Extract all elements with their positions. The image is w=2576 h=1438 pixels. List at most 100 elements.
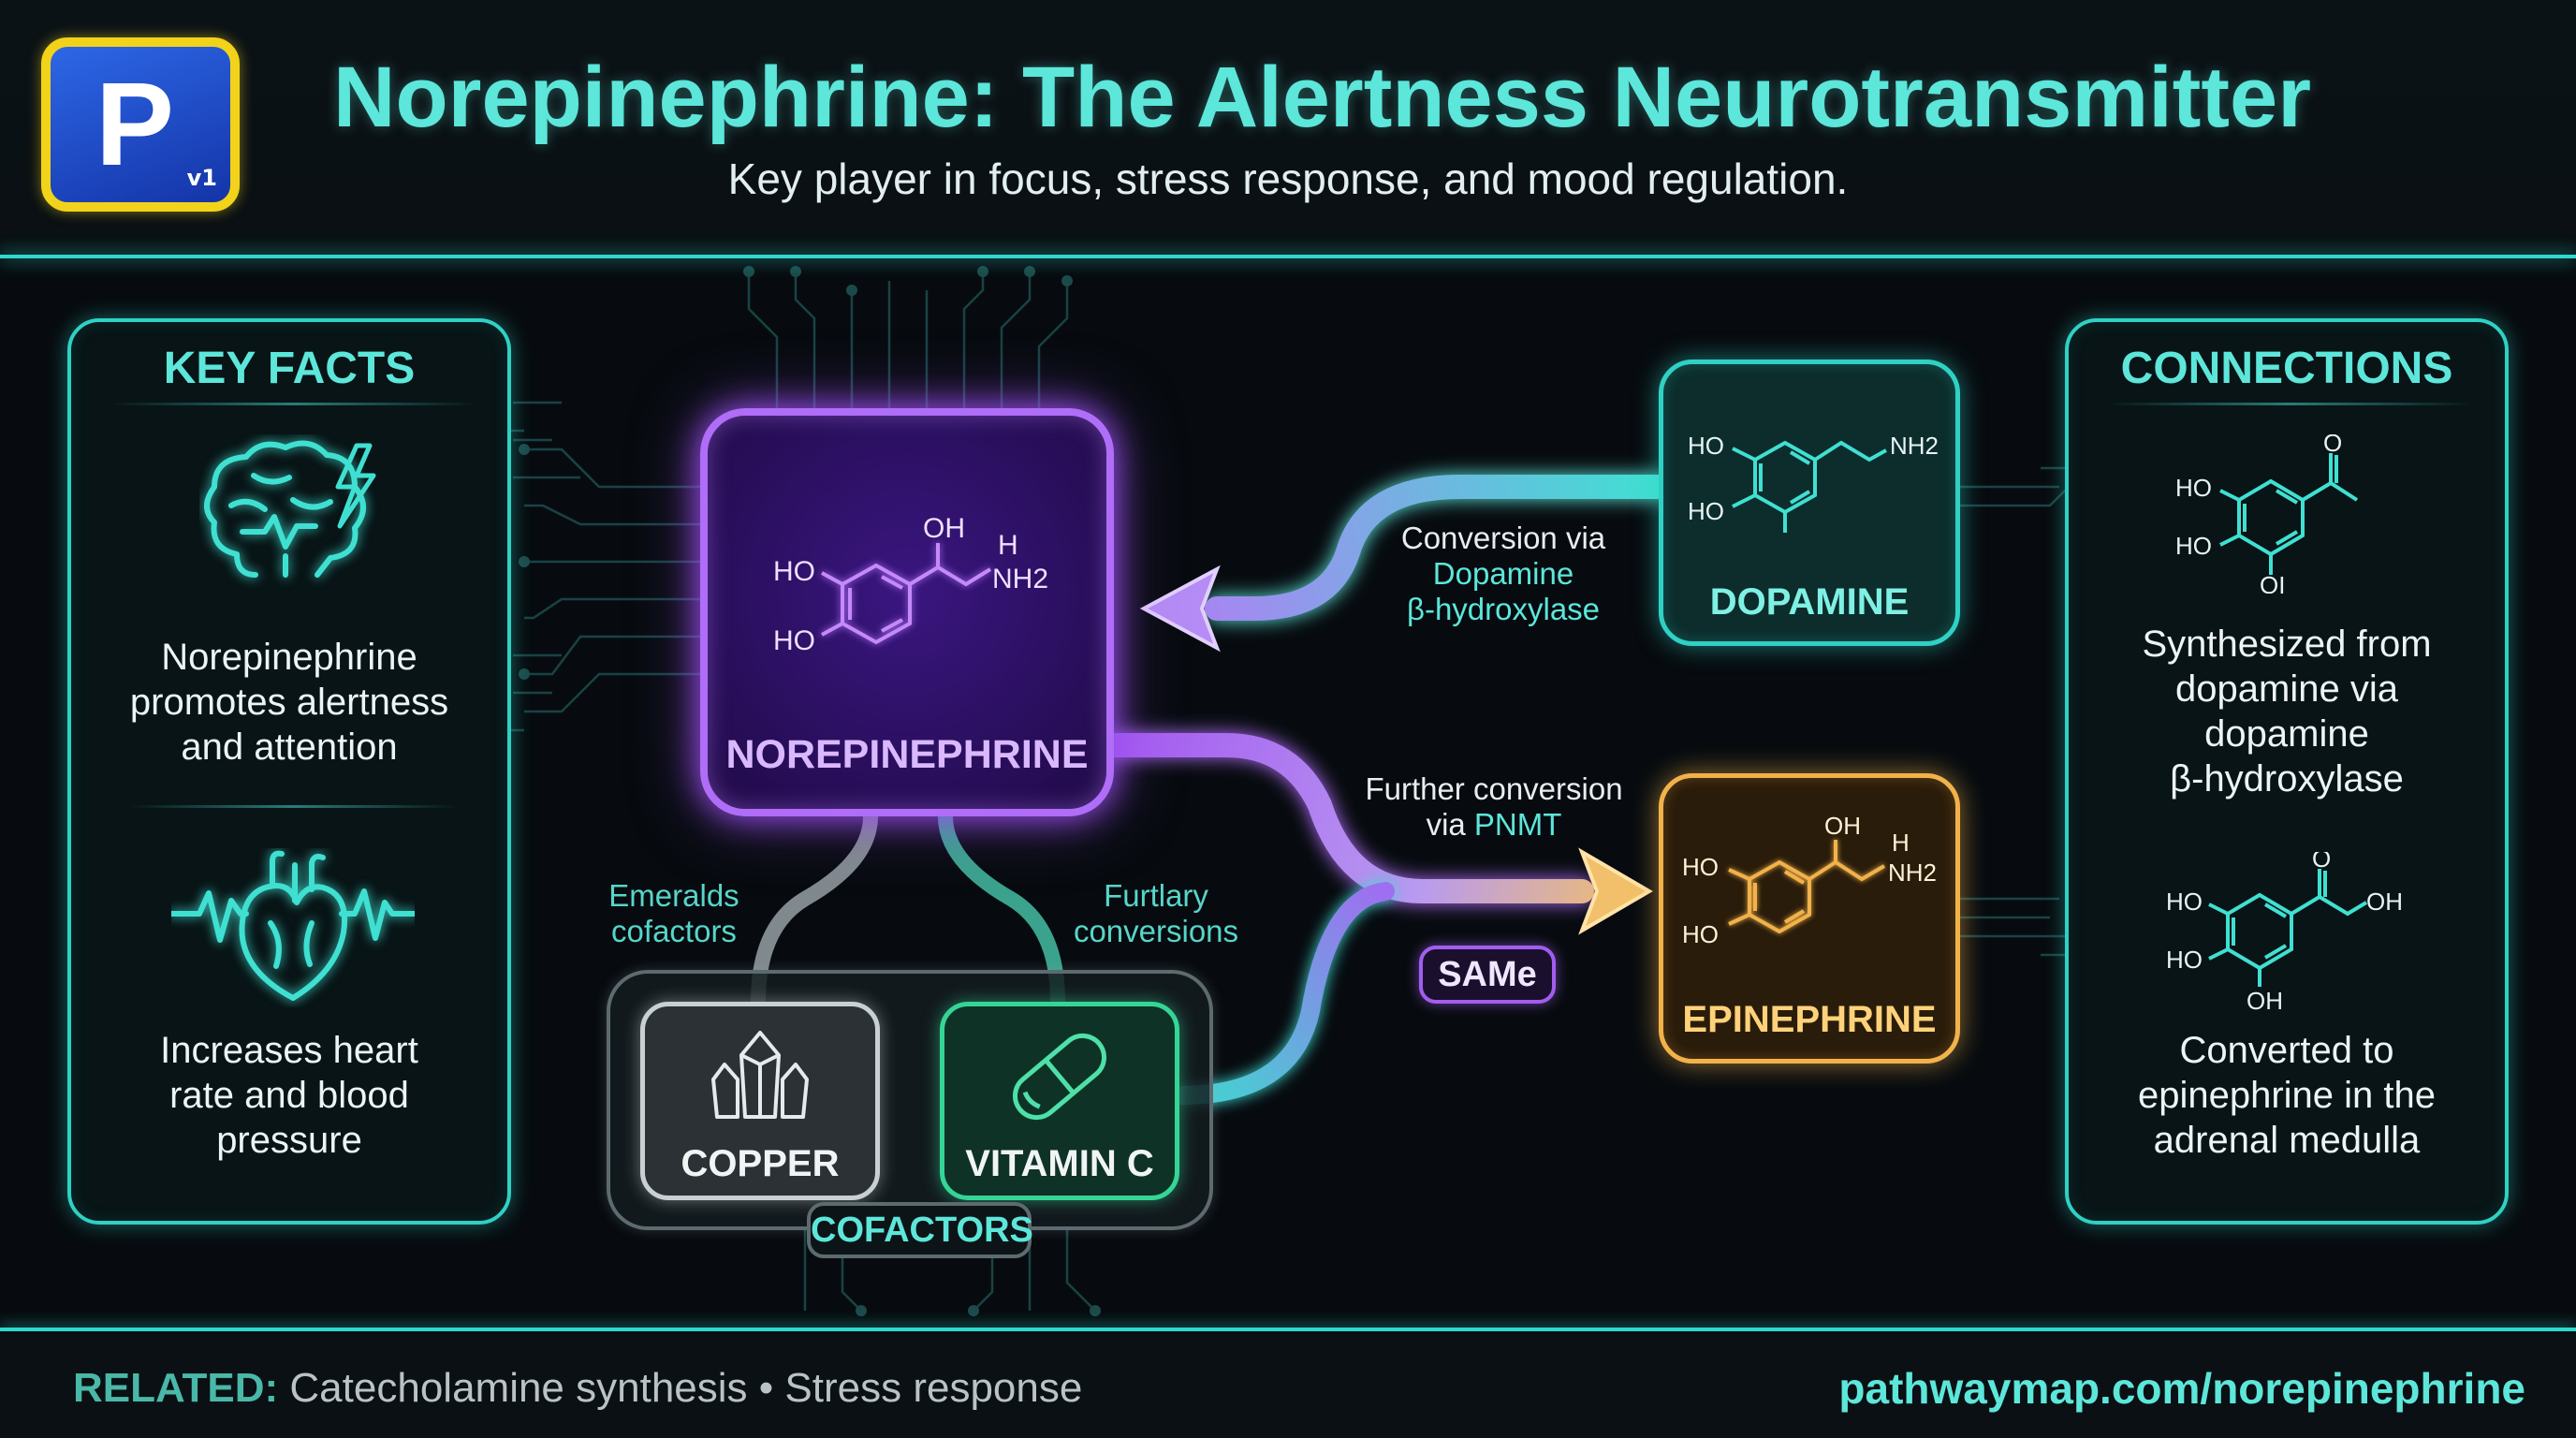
conversion-2-line-1: Further conversion	[1365, 771, 1623, 806]
left-tube-label-line-2: cofactors	[611, 914, 737, 948]
norepinephrine-oh: OH	[923, 513, 965, 544]
dopamine-nh2: NH2	[1890, 432, 1939, 460]
header	[0, 0, 2576, 257]
right-tube-label-line-1: Furtlary	[1104, 878, 1208, 913]
epinephrine-ho2: HO	[1682, 920, 1719, 948]
app-logo[interactable]: P v1	[41, 37, 240, 212]
page-subtitle: Key player in focus, stress response, an…	[727, 154, 1849, 203]
source-url-link[interactable]: pathwaymap.com/norepinephrine	[1838, 1364, 2525, 1413]
fact-1-line-1: Norepinephrine	[161, 637, 417, 678]
connection-mol2-oh: OH	[2366, 888, 2403, 916]
left-tube-label: Emeralds cofactors	[580, 878, 768, 949]
conversion-1-line-3: β-hydroxylase	[1406, 592, 1601, 626]
fact-2-line-1: Increases heart	[160, 1030, 418, 1071]
connection-mol2-ho2: HO	[2166, 946, 2203, 974]
key-facts-title-rule	[109, 403, 477, 405]
page-title: Norepinephrine: The Alertness Neurotrans…	[333, 50, 2311, 145]
connection-mol1-bottom: OI	[2260, 571, 2285, 594]
epinephrine-oh: OH	[1824, 812, 1861, 840]
copper-node[interactable]: COPPER	[640, 1002, 880, 1200]
related-topics: RELATED: Catecholamine synthesis • Stres…	[73, 1365, 1082, 1412]
epinephrine-ho1: HO	[1682, 853, 1719, 881]
norepinephrine-label: NOREPINEPHRINE	[725, 732, 1089, 777]
norepinephrine-nh2: NH2	[992, 564, 1048, 594]
connection-1-line-1: Synthesized from	[2142, 624, 2432, 665]
norepinephrine-h: H	[998, 530, 1018, 561]
conversion-1-label: Conversion via Dopamine β-hydroxylase	[1363, 521, 1644, 627]
fact-2-text: Increases heart rate and blood pressure	[71, 1028, 507, 1163]
footer-divider	[0, 1328, 2576, 1331]
logo-version: v1	[186, 165, 217, 191]
norepinephrine-structure: HO HO OH H NH2	[773, 513, 1048, 656]
vitamin-c-tube	[938, 815, 1065, 1003]
epinephrine-nh2: NH2	[1888, 858, 1937, 887]
connection-mol2-o: O	[2312, 852, 2331, 873]
right-tube-label-line-2: conversions	[1073, 914, 1239, 948]
dopamine-to-norepinephrine-arrow	[1205, 475, 1671, 621]
fact-1-line-3: and attention	[181, 726, 398, 768]
norepinephrine-ho2: HO	[773, 625, 815, 656]
connections-title-rule	[2106, 403, 2475, 405]
connection-1-line-4: β-hydroxylase	[2170, 758, 2404, 800]
connection-mol2-ho1: HO	[2166, 888, 2203, 916]
heart-pulse-icon	[171, 850, 415, 1001]
connection-mol1-ho1: HO	[2175, 474, 2212, 502]
connection-1-text: Synthesized from dopamine via dopamine β…	[2069, 622, 2505, 801]
same-badge: SAMe	[1419, 946, 1556, 1004]
connections-title: CONNECTIONS	[2120, 344, 2453, 393]
cofactors-label: COFACTORS	[807, 1202, 1033, 1258]
conversion-2-prefix: via	[1426, 807, 1474, 842]
key-facts-title: KEY FACTS	[163, 344, 416, 393]
fact-1-text: Norepinephrine promotes alertness and at…	[71, 635, 507, 770]
connection-mol1-ho2: HO	[2175, 532, 2212, 560]
key-facts-divider	[127, 805, 459, 808]
conversion-2-enzyme: PNMT	[1473, 807, 1562, 842]
conversion-1-line-2: Dopamine	[1432, 556, 1574, 591]
dopamine-label: DOPAMINE	[1709, 581, 1910, 623]
connection-1-line-2: dopamine via	[2175, 668, 2398, 710]
conversion-2-label: Further conversion via PNMT	[1344, 771, 1644, 843]
conversion-1-line-1: Conversion via	[1400, 521, 1606, 555]
dopamine-ho2: HO	[1688, 497, 1724, 525]
related-label: RELATED:	[73, 1365, 279, 1411]
brain-lightning-icon	[204, 440, 376, 578]
vitamin-c-node[interactable]: VITAMIN C	[940, 1002, 1179, 1200]
vitamin-c-to-arrow-stream	[1172, 882, 1395, 1105]
left-tube-label-line-1: Emeralds	[608, 878, 739, 913]
connection-1-line-3: dopamine	[2204, 713, 2369, 755]
dopamine-structure: HO HO NH2	[1688, 432, 1939, 533]
fact-1-line-2: promotes alertness	[129, 682, 449, 723]
capsule-icon	[1012, 1033, 1107, 1121]
fact-2-line-2: rate and blood	[169, 1075, 409, 1116]
epinephrine-h: H	[1892, 829, 1910, 857]
arrowhead-to-epinephrine	[1578, 847, 1653, 935]
dopamine-node[interactable]: HO HO NH2 DOPAMINE	[1659, 360, 1960, 646]
molecule-structure-icon: HO HO O OI	[2175, 434, 2359, 594]
related-text[interactable]: Catecholamine synthesis • Stress respons…	[289, 1365, 1083, 1411]
logo-letter: P	[95, 58, 175, 190]
connection-2-line-3: adrenal medulla	[2153, 1120, 2421, 1161]
epinephrine-node[interactable]: HO HO OH H NH2 EPINEPHRINE	[1659, 773, 1960, 1064]
copper-tube	[751, 815, 878, 1003]
connection-2-line-1: Converted to	[2179, 1030, 2394, 1071]
crystal-icon	[711, 1031, 809, 1119]
norepinephrine-ho1: HO	[773, 556, 815, 587]
copper-label: COPPER	[681, 1143, 840, 1184]
molecule-structure-icon: HO HO O OH OH	[2166, 852, 2403, 1011]
epinephrine-label: EPINEPHRINE	[1682, 999, 1937, 1040]
vitamin-c-label: VITAMIN C	[965, 1143, 1154, 1184]
connection-2-line-2: epinephrine in the	[2137, 1075, 2437, 1116]
header-divider	[0, 255, 2576, 258]
connections-panel: CONNECTIONS HO HO O OI Synthesized from …	[2065, 318, 2509, 1225]
connection-mol1-o: O	[2323, 434, 2342, 457]
dopamine-ho1: HO	[1688, 432, 1724, 460]
right-tube-label: Furtlary conversions	[1058, 878, 1254, 949]
connection-mol2-bottom: OH	[2247, 987, 2283, 1011]
key-facts-panel: KEY FACTS Norepinephrine promotes alertn…	[67, 318, 511, 1225]
norepinephrine-node[interactable]: HO HO OH H NH2 NOREPINEPHRINE	[700, 408, 1114, 816]
connection-2-text: Converted to epinephrine in the adrenal …	[2069, 1028, 2505, 1163]
epinephrine-structure: HO HO OH H NH2	[1682, 812, 1937, 948]
arrowhead-to-norepinephrine	[1139, 565, 1221, 653]
footer	[0, 1331, 2576, 1438]
